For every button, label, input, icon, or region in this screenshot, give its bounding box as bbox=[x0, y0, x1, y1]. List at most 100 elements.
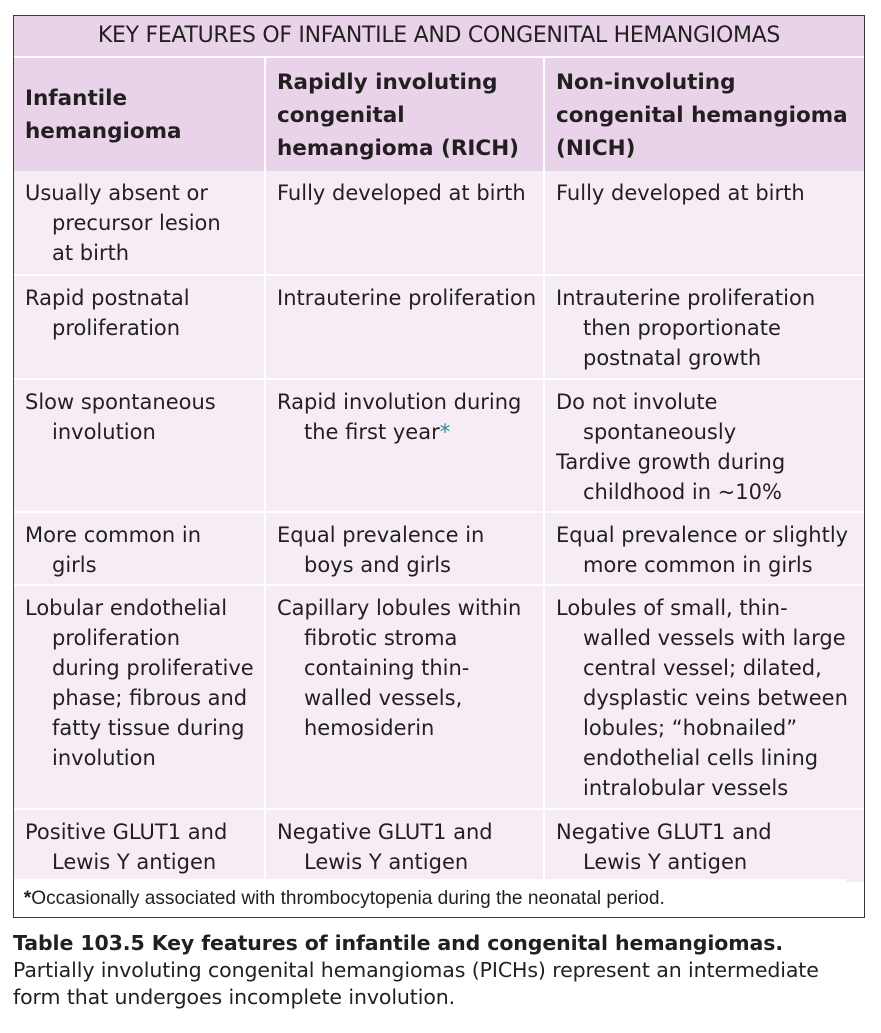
cell-paragraph: Lobular endothelial proliferation during p… bbox=[25, 593, 260, 773]
cell-line: Slow spontaneous bbox=[25, 390, 216, 414]
cell-content: Equal prevalence or slightly more common … bbox=[545, 520, 864, 580]
cell-line: girls bbox=[52, 553, 97, 577]
cell-line: Fully developed at birth bbox=[556, 181, 805, 205]
cell-line: endothelial cells lining bbox=[583, 746, 819, 770]
cell-line: proliferation bbox=[52, 316, 181, 340]
table-cell: Fully developed at birth bbox=[264, 171, 544, 275]
cell-line: lobules; “hobnailed” bbox=[583, 716, 798, 740]
table-cell: Lobules of small, thin-walled vessels wi… bbox=[543, 584, 864, 809]
cell-content: Fully developed at birth bbox=[545, 178, 864, 208]
cell-line: fibrotic stroma bbox=[304, 626, 458, 650]
cell-line: more common in girls bbox=[583, 553, 813, 577]
table-cell: Equal prevalence in boys and girls bbox=[264, 511, 544, 585]
cell-line: involution bbox=[52, 746, 156, 770]
cell-line: proliferation bbox=[52, 626, 181, 650]
cell-content: Lobular endothelial proliferation during p… bbox=[14, 593, 264, 773]
cell-line: Intrauterine proliferation bbox=[556, 286, 816, 310]
cell-line: during proliferative bbox=[52, 656, 254, 680]
footnote-mark: * bbox=[23, 887, 32, 909]
cell-paragraph: Equal prevalence in boys and girls bbox=[277, 520, 539, 580]
cell-paragraph: Intrauterine proliferation bbox=[277, 283, 539, 313]
cell-line: Equal prevalence or slightly bbox=[556, 523, 849, 547]
cell-content: Fully developed at birth bbox=[266, 178, 543, 208]
table-row: More common in girls Equal prevalence in bo… bbox=[14, 511, 864, 585]
table-cell: Intrauterine proliferation bbox=[264, 274, 544, 379]
cell-line: Equal prevalence in bbox=[277, 523, 485, 547]
cell-line: Intrauterine proliferation bbox=[277, 286, 537, 310]
table-row: Lobular endothelial proliferation during p… bbox=[14, 584, 864, 809]
table-caption: Table 103.5 Key features of infantile an… bbox=[13, 930, 865, 1011]
cell-line: walled vessels, bbox=[304, 686, 463, 710]
cell-line: Fully developed at birth bbox=[277, 181, 526, 205]
features-table-frame: KEY FEATURES OF INFANTILE AND CONGENITAL… bbox=[13, 15, 865, 918]
cell-line: postnatal growth bbox=[583, 346, 762, 370]
cell-line: precursor lesion bbox=[52, 211, 221, 235]
cell-content: Intrauterine proliferation bbox=[266, 283, 543, 313]
cell-line: walled vessels with large bbox=[583, 626, 846, 650]
cell-content: More common in girls bbox=[14, 520, 264, 580]
cell-line: boys and girls bbox=[304, 553, 451, 577]
table-cell: More common in girls bbox=[14, 511, 265, 585]
cell-line: Negative GLUT1 and bbox=[277, 820, 493, 844]
header-cell-content: Non-involuting congenital hemangioma (NICH… bbox=[545, 66, 864, 165]
header-line: Rapidly involuting bbox=[277, 70, 498, 95]
cell-line: Lewis Y antigen bbox=[52, 850, 217, 874]
cell-content: Lobules of small, thin-walled vessels wi… bbox=[545, 593, 864, 803]
header-line: Non-involuting bbox=[556, 70, 736, 95]
header-line: congenital hemangioma bbox=[556, 103, 848, 128]
cell-line: Usually absent or bbox=[25, 181, 209, 205]
cell-line: dysplastic veins between bbox=[583, 686, 848, 710]
cell-line: Lewis Y antigen bbox=[583, 850, 748, 874]
cell-line: Positive GLUT1 and bbox=[25, 820, 228, 844]
cell-line: childhood in ~10% bbox=[583, 480, 782, 504]
cell-paragraph: Tardive growth during childhood in ~10% bbox=[556, 447, 860, 507]
cell-line: Lobular endothelial bbox=[25, 596, 228, 620]
cell-paragraph: Fully developed at birth bbox=[556, 178, 860, 208]
caption-text: Partially involuting congenital hemangio… bbox=[13, 958, 819, 1009]
header-line: Infantile bbox=[25, 86, 128, 111]
header-line: (NICH) bbox=[556, 136, 636, 161]
header-line: congenital bbox=[277, 103, 405, 128]
table-cell: Fully developed at birth bbox=[543, 171, 864, 275]
cell-line: Negative GLUT1 and bbox=[556, 820, 772, 844]
caption-label: Table 103.5 Key features of infantile an… bbox=[13, 931, 784, 955]
cell-line: More common in bbox=[25, 523, 202, 547]
cell-line: Tardive growth during bbox=[556, 450, 786, 474]
